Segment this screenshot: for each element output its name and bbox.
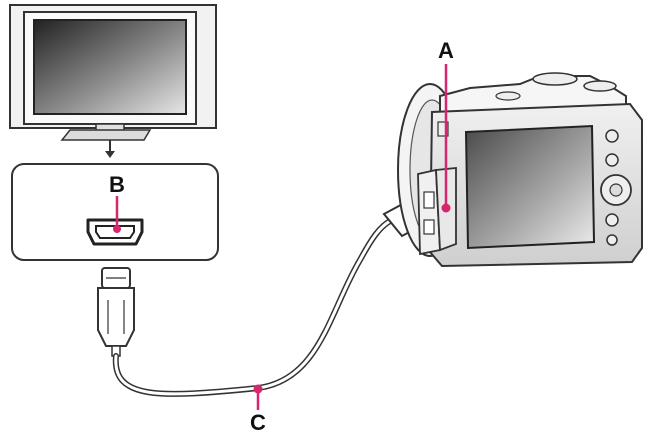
callout-a-label: A bbox=[438, 38, 454, 63]
callout-c-dot bbox=[253, 384, 263, 394]
callout-c-label: C bbox=[250, 410, 266, 434]
camera-screen bbox=[464, 124, 596, 250]
callout-a-dot bbox=[441, 203, 451, 213]
callout-b-dot bbox=[113, 225, 121, 233]
down-arrow-icon bbox=[105, 140, 115, 158]
television-icon bbox=[9, 4, 217, 141]
tv-screen bbox=[33, 19, 187, 115]
tv-hdmi-port-panel: B bbox=[11, 163, 219, 261]
tv-stand bbox=[60, 129, 152, 141]
camera-icon bbox=[397, 72, 643, 268]
callout-b-label: B bbox=[109, 172, 125, 197]
